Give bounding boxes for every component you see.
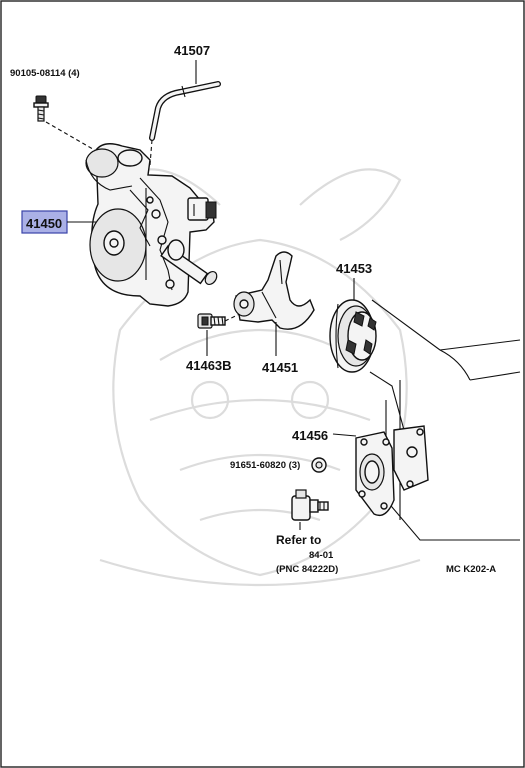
label-90105[interactable]: 90105-08114 (4) <box>10 68 80 79</box>
label-41507[interactable]: 41507 <box>174 43 210 58</box>
label-refer-to: Refer to <box>276 533 321 547</box>
sleeve-41453 <box>329 278 521 431</box>
washer-91651 <box>311 457 327 473</box>
diagram-code: MC K202-A <box>446 564 496 575</box>
actuator-41450 <box>85 143 218 307</box>
label-91651[interactable]: 91651-60820 (3) <box>230 460 300 471</box>
cable-41507 <box>149 60 221 166</box>
bolt-90105 <box>33 95 99 153</box>
label-refer-section[interactable]: 84-01 <box>309 550 334 561</box>
label-41463b[interactable]: 41463B <box>186 358 232 373</box>
fork-41451 <box>233 251 315 356</box>
label-41456[interactable]: 41456 <box>292 428 328 443</box>
label-41451[interactable]: 41451 <box>262 360 298 375</box>
label-41453[interactable]: 41453 <box>336 261 372 276</box>
sensor-84-01 <box>291 489 329 530</box>
label-refer-pnc[interactable]: (PNC 84222D) <box>276 564 338 575</box>
housing-41456 <box>332 380 520 541</box>
label-41450[interactable]: 41450 <box>26 216 62 231</box>
